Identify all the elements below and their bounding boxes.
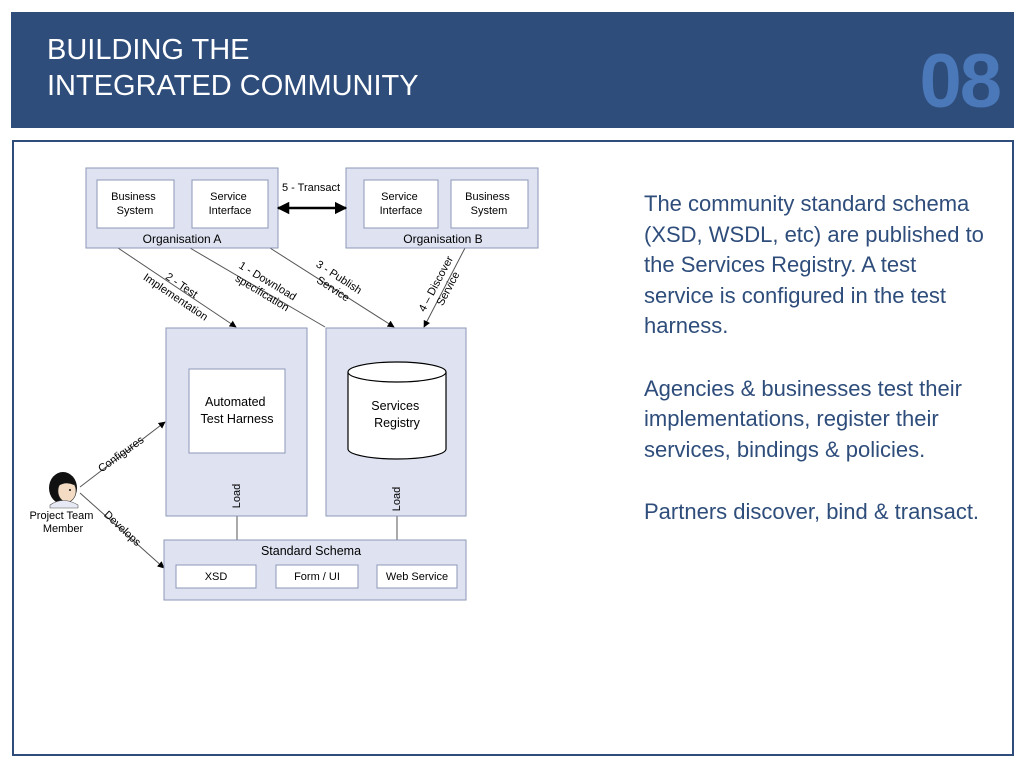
standard-schema-panel: Standard Schema XSD Form / UI Web Servic… [163,539,467,601]
organisation-a-panel: Business System Service Interface Organi… [85,167,279,249]
org-b-business-system-box [450,179,529,229]
discover-service-label: 4 – Discover Service [417,252,469,320]
project-team-member-label: Project Team Member [29,510,96,535]
test-harness-panel: Automated Test Harness [165,327,308,517]
schema-form-ui-box [275,564,359,589]
automated-test-harness-label: Automated Test Harness [201,395,274,426]
schema-form-ui-label: Form / UI [294,571,340,583]
description-paragraph-1: The community standard schema (XSD, WSDL… [644,191,984,338]
org-a-service-interface-box [191,179,269,229]
org-b-service-interface-label: Service Interface [380,191,423,217]
slide-number: 08 [919,39,1002,124]
organisation-b-panel: Service Interface Business System Organi… [345,167,539,249]
load-left-label: Load [231,484,243,508]
transact-label: 5 - Transact [282,182,340,194]
org-b-business-system-label: Business System [465,191,513,217]
publish-service-label: 3 - Publish Service [306,258,366,309]
slide-title-line-1: BUILDING THE [47,34,250,66]
slide-title-line-2: INTEGRATED COMMUNITY [47,70,419,102]
schema-xsd-box [175,564,257,589]
org-a-business-system-box [96,179,175,229]
services-registry-panel: Services Registry [325,327,467,517]
org-b-service-interface-box [363,179,439,229]
slide-title: BUILDING THE INTEGRATED COMMUNITY [47,32,419,104]
services-registry-database-icon [347,361,447,460]
arrow-test-implementation [117,247,237,328]
description-paragraph-3: Partners discover, bind & transact. [644,499,980,524]
org-a-service-interface-label: Service Interface [209,191,252,217]
schema-xsd-label: XSD [205,571,228,583]
arrow-configures [79,421,166,488]
schema-web-service-label: Web Service [386,571,448,583]
org-b-label: Organisation B [403,232,482,246]
test-implementation-label: 2 - Test Implementation [141,261,217,324]
load-right-label: Load [391,487,403,511]
configures-label: Configures [96,434,146,475]
automated-test-harness-box [188,368,286,454]
arrow-discover-service [423,247,466,328]
person-icon [49,472,79,509]
arrow-download-specification [189,247,326,328]
download-specification-label: 1 - Download specification [230,260,301,316]
arrow-publish-service [269,247,395,328]
slide-header: BUILDING THE INTEGRATED COMMUNITY 08 [11,12,1014,128]
schema-web-service-box [376,564,458,589]
org-a-label: Organisation A [143,232,222,246]
services-registry-label: Services Registry [371,399,422,430]
org-a-business-system-label: Business System [111,191,159,217]
standard-schema-label: Standard Schema [261,544,361,558]
develops-label: Develops [101,509,143,549]
description-paragraph-2: Agencies & businesses test their impleme… [644,375,962,462]
description-text: The community standard schema (XSD, WSDL… [644,189,984,560]
arrow-develops [79,492,165,569]
